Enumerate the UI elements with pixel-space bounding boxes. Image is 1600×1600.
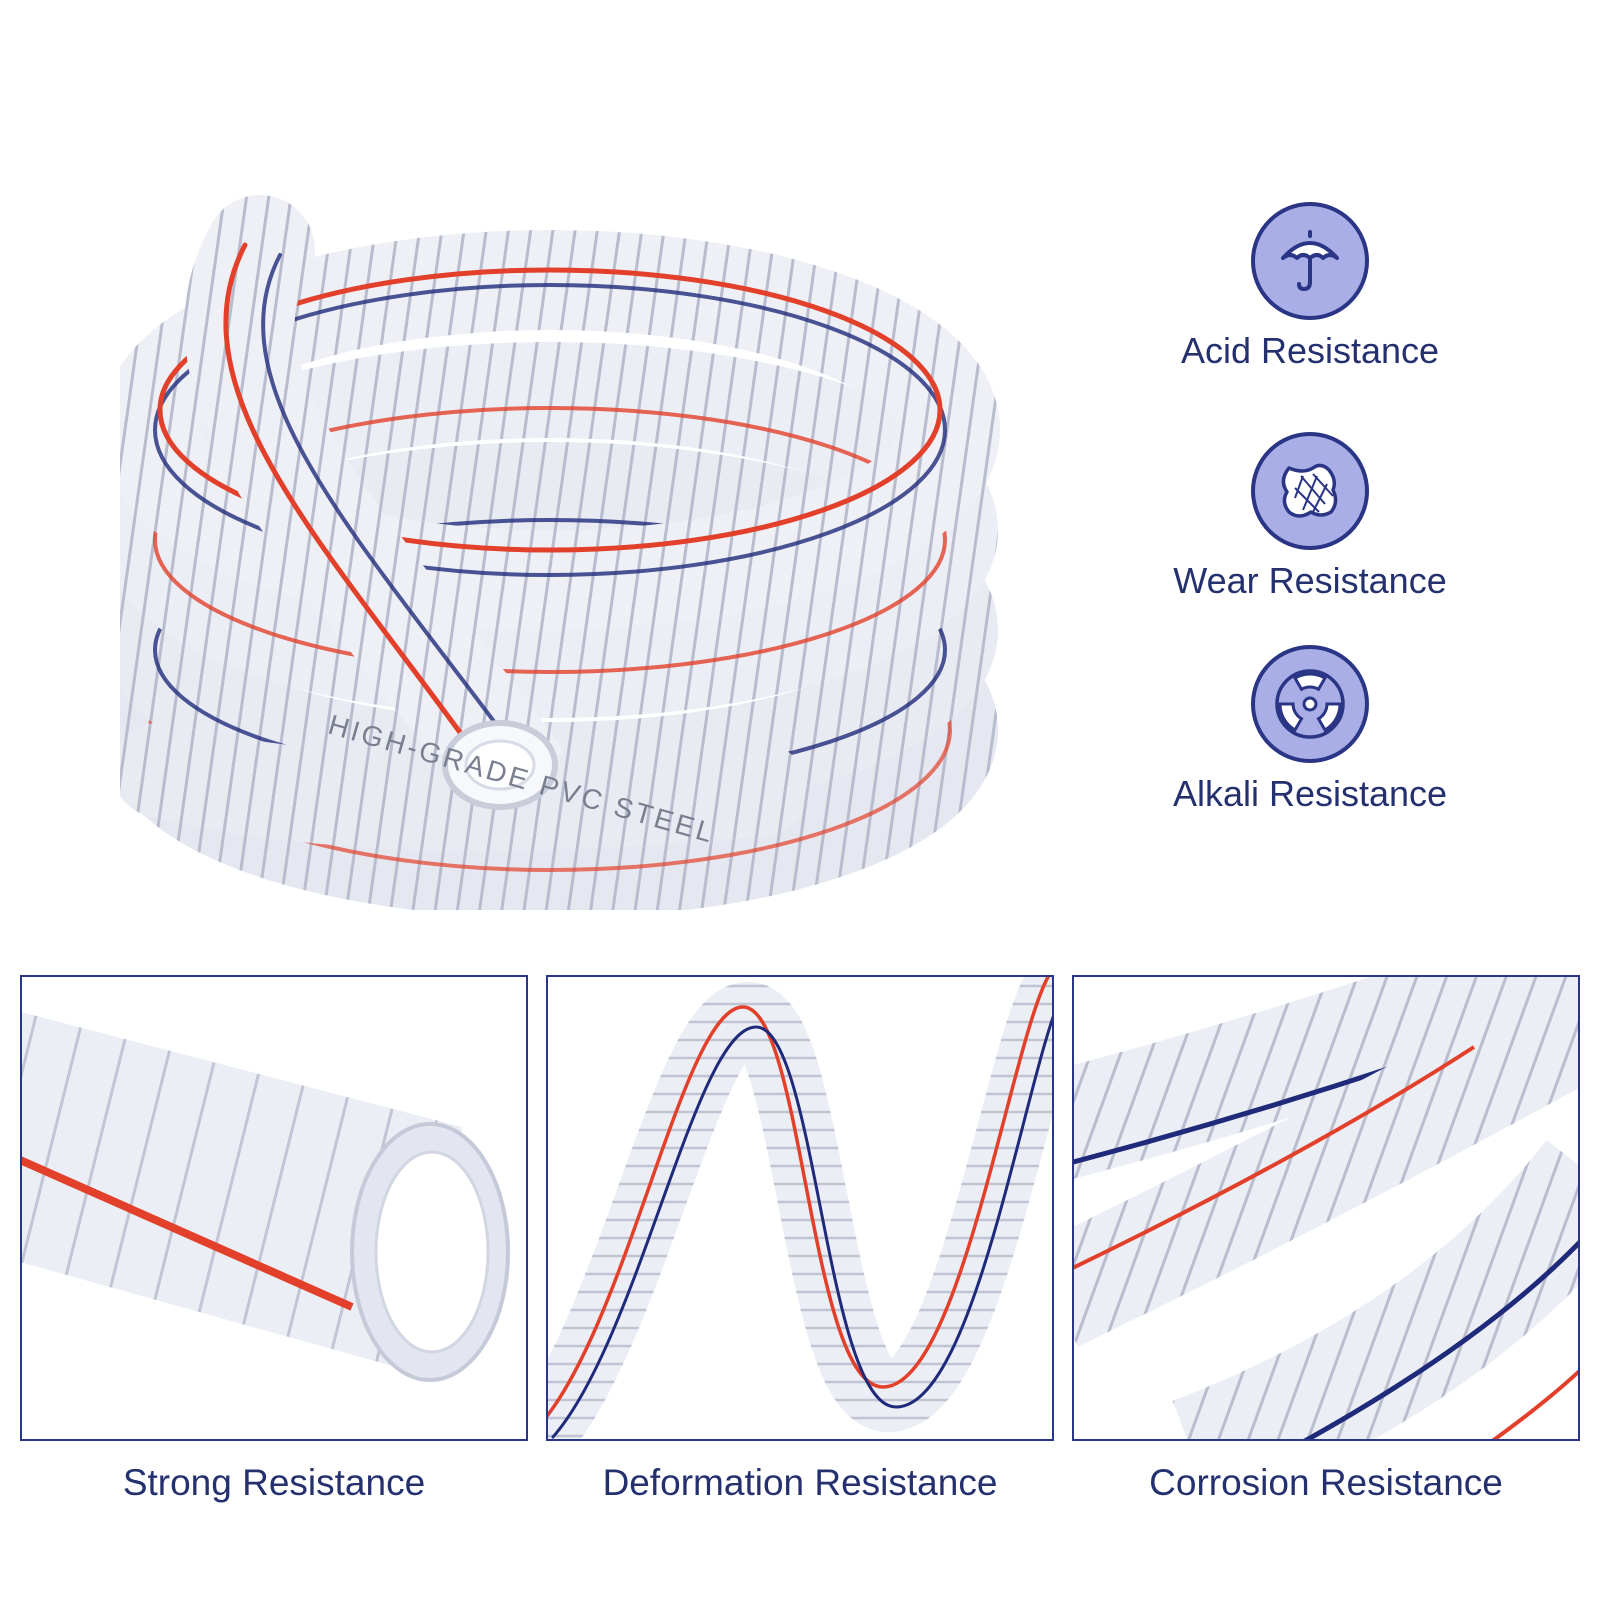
caption-corrosion-resistance: Corrosion Resistance (1149, 1462, 1503, 1503)
feature-label: Wear Resistance (1173, 560, 1447, 601)
feature-label: Acid Resistance (1180, 330, 1440, 371)
umbrella-icon (1251, 202, 1369, 320)
panel-deformation-resistance (546, 975, 1054, 1441)
radiation-icon (1251, 645, 1369, 763)
fabric-net-icon (1251, 432, 1369, 550)
hose-coil-image: HIGH-GRADE PVC STEEL (100, 70, 1020, 918)
caption-strong-resistance: Strong Resistance (122, 1462, 426, 1503)
caption-deformation-resistance: Deformation Resistance (602, 1462, 998, 1503)
feature-alkali-resistance: Alkali Resistance (1145, 645, 1475, 815)
feature-acid-resistance: Acid Resistance (1145, 202, 1475, 372)
feature-label: Alkali Resistance (1172, 773, 1448, 814)
feature-wear-resistance: Wear Resistance (1145, 432, 1475, 602)
panel-strong-resistance (20, 975, 528, 1441)
panel-corrosion-resistance (1072, 975, 1580, 1441)
